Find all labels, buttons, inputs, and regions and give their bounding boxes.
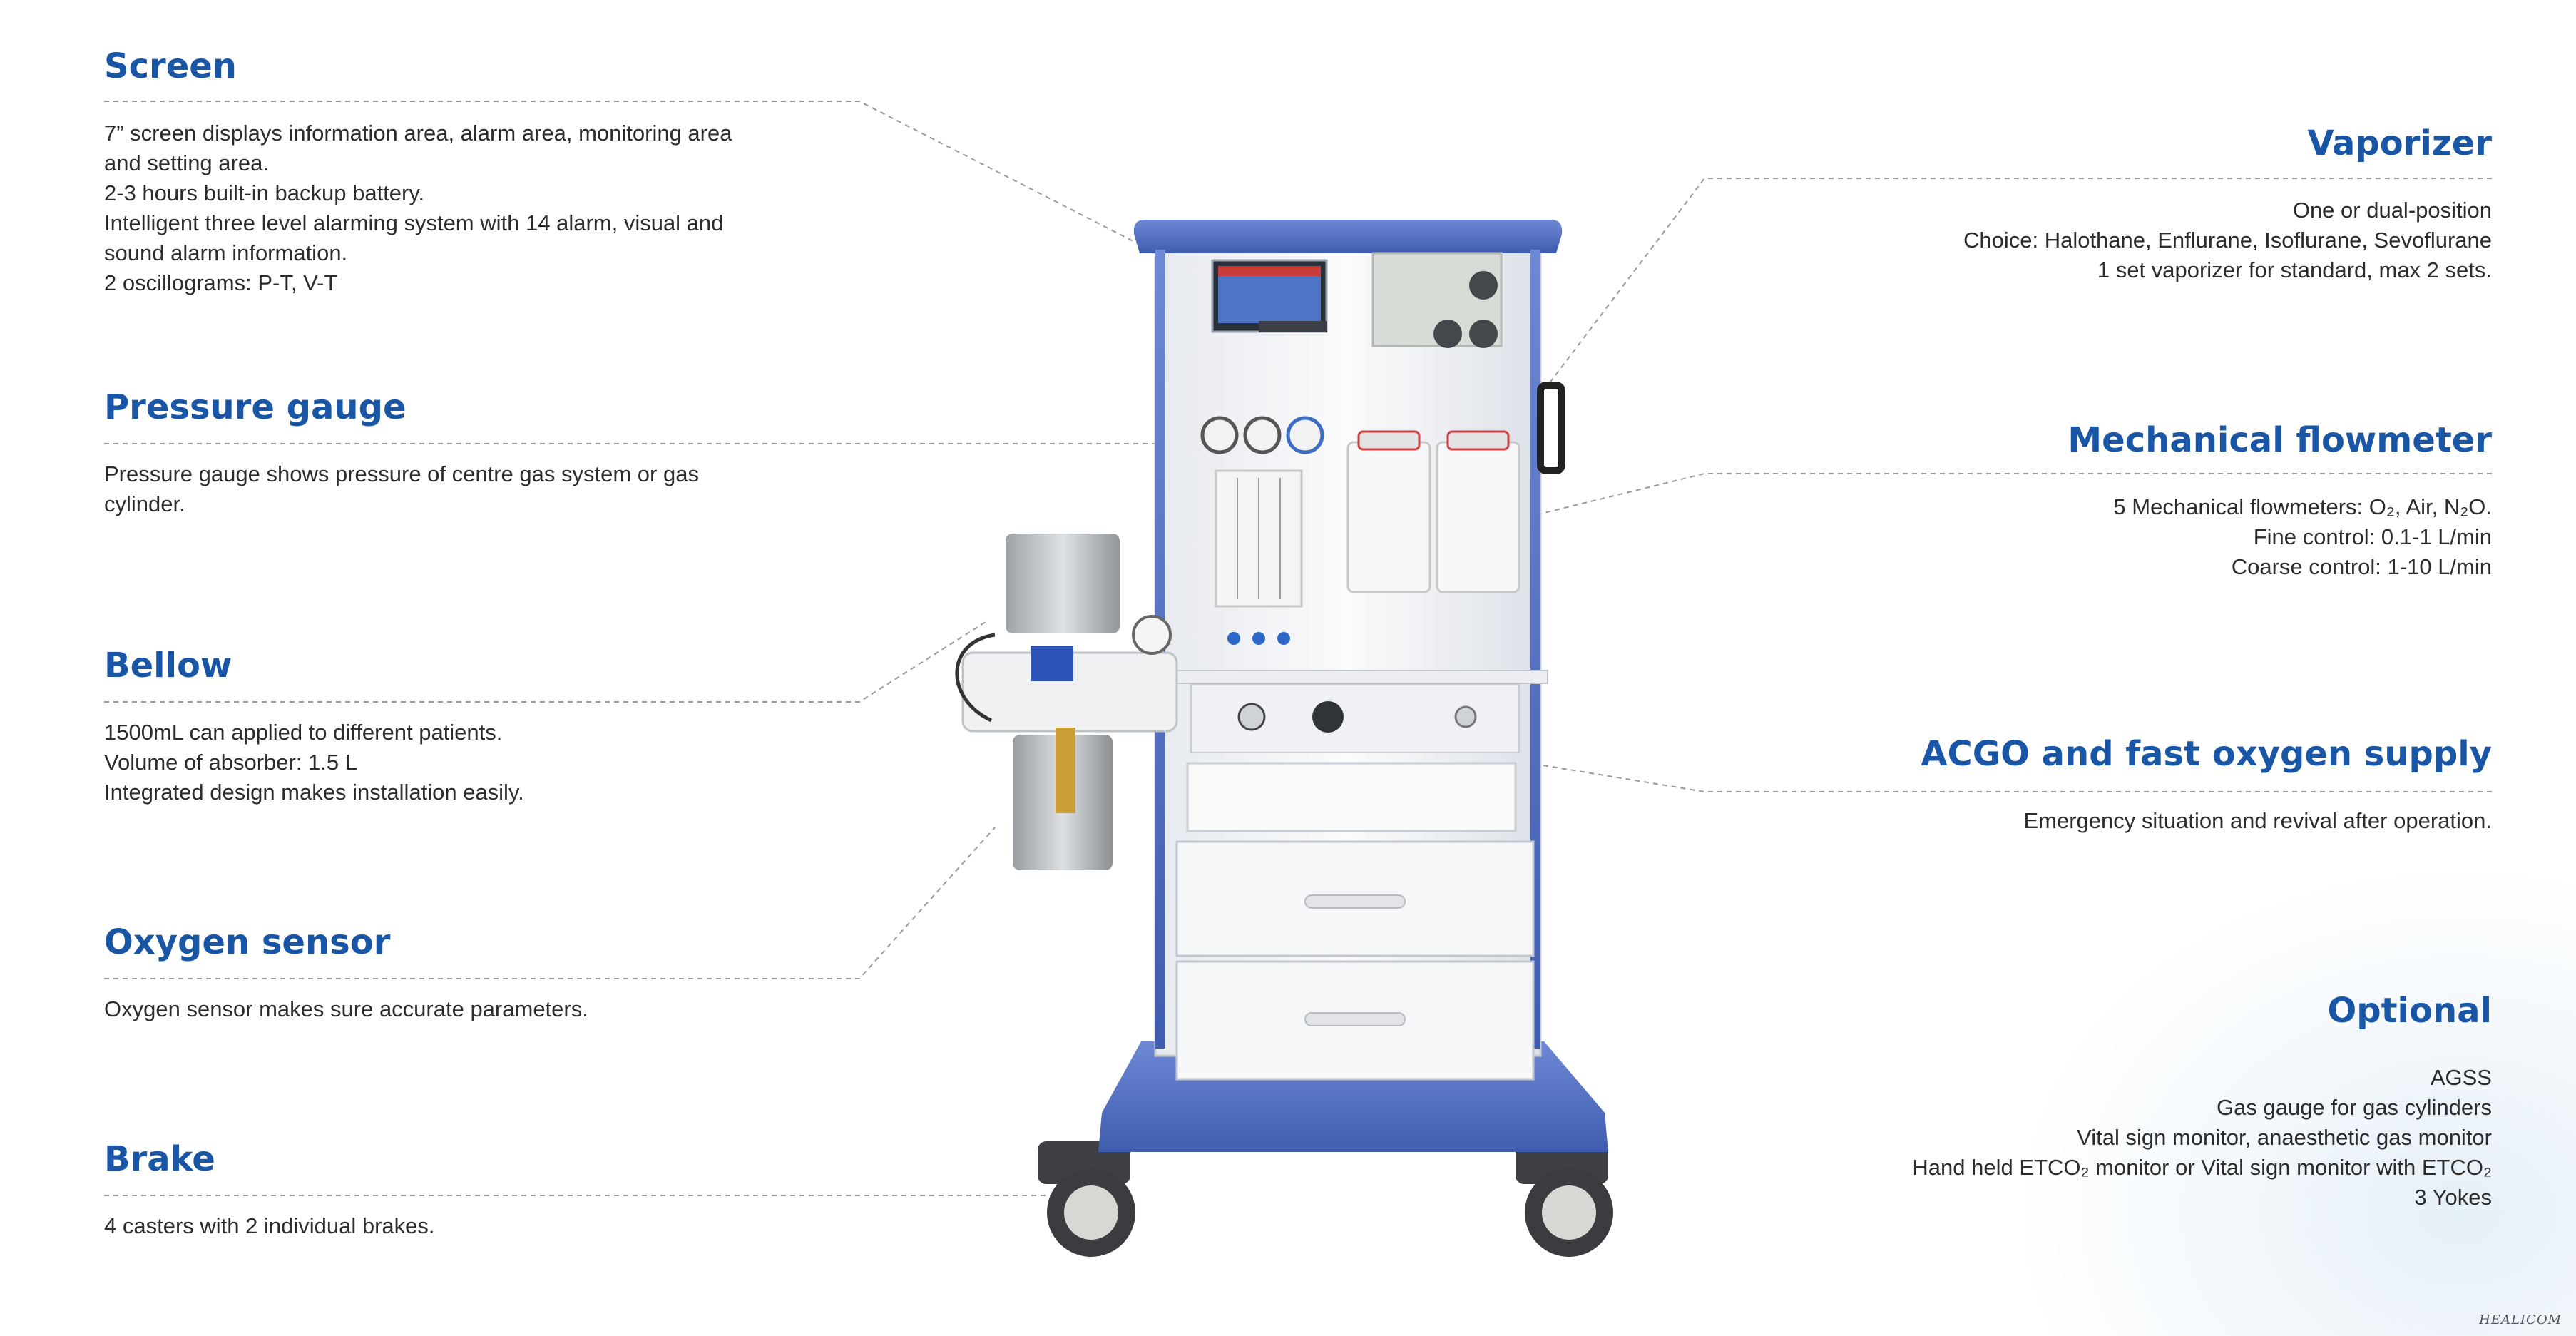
desc-line: 2-3 hours built-in backup battery. bbox=[104, 180, 425, 205]
desc-line: 5 Mechanical flowmeters: O₂, Air, N₂O. bbox=[2113, 494, 2492, 519]
bellow-assembly bbox=[955, 534, 1178, 870]
feature-title: Brake bbox=[104, 1139, 215, 1179]
desc-line: Volume of absorber: 1.5 L bbox=[104, 750, 358, 775]
feature-oxygen-sensor: Oxygen sensor Oxygen sensor makes sure a… bbox=[104, 920, 874, 1034]
desc-line: Choice: Halothane, Enflurane, Isoflurane… bbox=[1963, 228, 2492, 253]
leader-line-oxygen-sensor bbox=[104, 827, 996, 979]
leader-line-vaporizer bbox=[1515, 178, 2492, 429]
desc-line: One or dual-position bbox=[2292, 198, 2492, 223]
desc-line: Integrated design makes installation eas… bbox=[104, 780, 524, 805]
feature-title: Pressure gauge bbox=[104, 387, 407, 427]
feature-description: AGSS Gas gauge for gas cylinders Vital s… bbox=[1912, 1063, 2492, 1213]
desc-line: 3 Yokes bbox=[2414, 1185, 2492, 1210]
feature-description: Oxygen sensor makes sure accurate parame… bbox=[104, 994, 588, 1024]
side-handle bbox=[1537, 382, 1565, 474]
desc-line: Intelligent three level alarming system … bbox=[104, 210, 724, 235]
feature-description: 7” screen displays information area, ala… bbox=[104, 118, 732, 298]
feature-description: 1500mL can applied to different patients… bbox=[104, 718, 524, 807]
desc-line: Gas gauge for gas cylinders bbox=[2217, 1095, 2492, 1120]
work-shelf bbox=[1169, 670, 1548, 684]
feature-bellow: Bellow 1500mL can applied to different p… bbox=[104, 643, 874, 815]
open-shelf bbox=[1186, 762, 1517, 832]
feature-description: One or dual-position Choice: Halothane, … bbox=[1963, 195, 2492, 285]
vaporizers bbox=[1346, 430, 1520, 593]
feature-description: 5 Mechanical flowmeters: O₂, Air, N₂O. F… bbox=[2113, 492, 2492, 582]
feature-optional: Optional AGSS Gas gauge for gas cylinder… bbox=[1712, 989, 2492, 1217]
desc-line: Fine control: 0.1-1 L/min bbox=[2253, 524, 2492, 549]
desc-line: Emergency situation and revival after op… bbox=[2023, 808, 2492, 833]
machine-top-cap bbox=[1133, 220, 1563, 253]
desc-line: and setting area. bbox=[104, 151, 269, 175]
desc-line: Hand held ETCO₂ monitor or Vital sign mo… bbox=[1912, 1155, 2492, 1180]
feature-title: Bellow bbox=[104, 646, 232, 685]
desc-line: cylinder. bbox=[104, 491, 185, 516]
feature-brake: Brake 4 casters with 2 individual brakes… bbox=[104, 1137, 874, 1251]
desc-line: Pressure gauge shows pressure of centre … bbox=[104, 462, 699, 486]
desc-line: sound alarm information. bbox=[104, 240, 348, 265]
desc-line: 4 casters with 2 individual brakes. bbox=[104, 1213, 435, 1238]
feature-acgo: ACGO and fast oxygen supply Emergency si… bbox=[1712, 732, 2492, 846]
feature-title: Optional bbox=[2327, 991, 2492, 1031]
feature-vaporizer: Vaporizer One or dual-position Choice: H… bbox=[1712, 121, 2492, 292]
feature-title: ACGO and fast oxygen supply bbox=[1921, 734, 2492, 774]
desc-line: AGSS bbox=[2430, 1065, 2492, 1090]
feature-title: Screen bbox=[104, 46, 237, 86]
desc-line: Vital sign monitor, anaesthetic gas moni… bbox=[2077, 1125, 2492, 1150]
feature-pressure-gauge: Pressure gauge Pressure gauge shows pres… bbox=[104, 385, 874, 528]
desc-line: Coarse control: 1-10 L/min bbox=[2231, 554, 2492, 579]
leader-line-bellow bbox=[104, 620, 988, 703]
feature-description: 4 casters with 2 individual brakes. bbox=[104, 1211, 435, 1241]
desc-line: Oxygen sensor makes sure accurate parame… bbox=[104, 996, 588, 1021]
feature-description: Pressure gauge shows pressure of centre … bbox=[104, 459, 699, 519]
feature-description: Emergency situation and revival after op… bbox=[2023, 806, 2492, 836]
feature-title: Vaporizer bbox=[2307, 123, 2492, 163]
feature-title: Oxygen sensor bbox=[104, 922, 391, 962]
feature-title: Mechanical flowmeter bbox=[2068, 420, 2492, 460]
desc-line: 7” screen displays information area, ala… bbox=[104, 121, 732, 146]
caster-wheels bbox=[1038, 1141, 1613, 1257]
pressure-gauges bbox=[1200, 416, 1324, 454]
desc-line: 1 set vaporizer for standard, max 2 sets… bbox=[2097, 257, 2492, 282]
leader-line-screen bbox=[104, 101, 1227, 290]
feature-screen: Screen 7” screen displays information ar… bbox=[104, 44, 874, 301]
feature-mechanical-flowmeter: Mechanical flowmeter 5 Mechanical flowme… bbox=[1712, 418, 2492, 589]
desc-line: 2 oscillograms: P-T, V-T bbox=[104, 270, 338, 295]
watermark: HEALICOM bbox=[2479, 1312, 2562, 1327]
desc-line: 1500mL can applied to different patients… bbox=[104, 720, 503, 745]
leader-line-flowmeter bbox=[1511, 473, 2492, 521]
